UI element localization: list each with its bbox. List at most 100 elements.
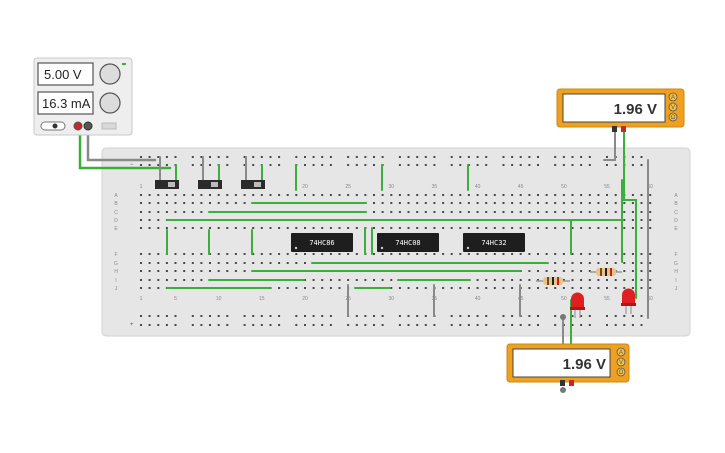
breadboard-hole[interactable] bbox=[597, 279, 600, 281]
breadboard-hole[interactable] bbox=[580, 211, 583, 213]
breadboard-hole[interactable] bbox=[329, 253, 332, 255]
breadboard-hole[interactable] bbox=[295, 324, 298, 326]
breadboard-hole[interactable] bbox=[459, 253, 462, 255]
breadboard-hole[interactable] bbox=[554, 315, 557, 317]
breadboard-hole[interactable] bbox=[278, 194, 281, 196]
breadboard-hole[interactable] bbox=[424, 202, 427, 204]
breadboard-hole[interactable] bbox=[252, 164, 255, 166]
probe-tip[interactable] bbox=[560, 387, 566, 393]
breadboard-hole[interactable] bbox=[407, 202, 410, 204]
breadboard-hole[interactable] bbox=[424, 315, 427, 317]
breadboard-hole[interactable] bbox=[519, 156, 522, 158]
breadboard-hole[interactable] bbox=[226, 270, 229, 272]
breadboard-hole[interactable] bbox=[597, 227, 600, 229]
breadboard-hole[interactable] bbox=[148, 164, 151, 166]
breadboard-hole[interactable] bbox=[252, 262, 255, 264]
breadboard-hole[interactable] bbox=[537, 315, 539, 317]
breadboard-hole[interactable] bbox=[140, 315, 142, 317]
breadboard-hole[interactable] bbox=[502, 279, 505, 281]
breadboard-hole[interactable] bbox=[580, 279, 583, 281]
mode-buttons[interactable]: A V Ω bbox=[668, 92, 678, 122]
breadboard-hole[interactable] bbox=[649, 194, 652, 196]
breadboard-hole[interactable] bbox=[580, 287, 583, 289]
breadboard-hole[interactable] bbox=[148, 262, 151, 264]
breadboard-hole[interactable] bbox=[511, 194, 514, 196]
breadboard-hole[interactable] bbox=[286, 287, 289, 289]
wire-meter1-com[interactable] bbox=[603, 127, 616, 161]
breadboard-hole[interactable] bbox=[286, 262, 289, 264]
breadboard-hole[interactable] bbox=[562, 202, 565, 204]
breadboard-hole[interactable] bbox=[183, 202, 186, 204]
breadboard-hole[interactable] bbox=[571, 194, 574, 196]
breadboard-hole[interactable] bbox=[614, 164, 617, 166]
breadboard-hole[interactable] bbox=[433, 227, 436, 229]
breadboard-hole[interactable] bbox=[476, 287, 479, 289]
mode-button-volts[interactable] bbox=[668, 102, 678, 112]
breadboard-hole[interactable] bbox=[157, 279, 160, 281]
breadboard-hole[interactable] bbox=[226, 164, 229, 166]
breadboard-hole[interactable] bbox=[243, 324, 246, 326]
breadboard-hole[interactable] bbox=[519, 194, 522, 196]
breadboard-hole[interactable] bbox=[528, 211, 531, 213]
breadboard-hole[interactable] bbox=[424, 253, 427, 255]
breadboard-hole[interactable] bbox=[588, 156, 591, 158]
breadboard-hole[interactable] bbox=[355, 194, 358, 196]
breadboard-hole[interactable] bbox=[304, 262, 306, 264]
chip-74hc32[interactable]: 74HC32 bbox=[463, 233, 525, 252]
breadboard-hole[interactable] bbox=[398, 211, 401, 213]
breadboard-hole[interactable] bbox=[398, 315, 401, 317]
breadboard-hole[interactable] bbox=[640, 227, 643, 229]
breadboard-hole[interactable] bbox=[606, 227, 608, 229]
breadboard-hole[interactable] bbox=[631, 211, 634, 213]
breadboard-hole[interactable] bbox=[321, 279, 324, 281]
breadboard-hole[interactable] bbox=[614, 287, 617, 289]
com-jack[interactable] bbox=[560, 380, 565, 386]
breadboard-hole[interactable] bbox=[295, 262, 298, 264]
breadboard-hole[interactable] bbox=[571, 270, 574, 272]
breadboard-hole[interactable] bbox=[364, 315, 367, 317]
breadboard-hole[interactable] bbox=[571, 164, 574, 166]
breadboard-hole[interactable] bbox=[312, 194, 315, 196]
breadboard-hole[interactable] bbox=[140, 279, 142, 281]
breadboard-hole[interactable] bbox=[649, 219, 652, 221]
breadboard-hole[interactable] bbox=[502, 324, 505, 326]
breadboard-hole[interactable] bbox=[606, 262, 608, 264]
breadboard-hole[interactable] bbox=[467, 202, 470, 204]
breadboard-hole[interactable] bbox=[209, 324, 211, 326]
chip-74hc86[interactable]: 74HC86 bbox=[291, 233, 353, 252]
breadboard-hole[interactable] bbox=[304, 253, 306, 255]
breadboard-hole[interactable] bbox=[140, 262, 142, 264]
breadboard-hole[interactable] bbox=[528, 227, 531, 229]
breadboard-hole[interactable] bbox=[243, 202, 246, 204]
breadboard-hole[interactable] bbox=[631, 227, 634, 229]
breadboard-hole[interactable] bbox=[364, 164, 367, 166]
breadboard-hole[interactable] bbox=[407, 156, 410, 158]
breadboard-hole[interactable] bbox=[398, 324, 401, 326]
breadboard-hole[interactable] bbox=[191, 262, 194, 264]
breadboard-hole[interactable] bbox=[165, 279, 168, 281]
breadboard-hole[interactable] bbox=[502, 194, 505, 196]
breadboard-hole[interactable] bbox=[528, 164, 531, 166]
breadboard-hole[interactable] bbox=[312, 279, 315, 281]
breadboard-hole[interactable] bbox=[614, 194, 617, 196]
breadboard-hole[interactable] bbox=[226, 194, 229, 196]
wire-meter1-probe[interactable] bbox=[623, 127, 637, 299]
breadboard-hole[interactable] bbox=[321, 227, 324, 229]
breadboard-hole[interactable] bbox=[157, 202, 160, 204]
breadboard-hole[interactable] bbox=[528, 324, 531, 326]
breadboard-hole[interactable] bbox=[588, 253, 591, 255]
breadboard-hole[interactable] bbox=[476, 202, 479, 204]
breadboard-hole[interactable] bbox=[321, 156, 324, 158]
breadboard-hole[interactable] bbox=[562, 253, 565, 255]
power-supply[interactable]: 5.00 V 16.3 mA bbox=[33, 57, 133, 136]
breadboard-hole[interactable] bbox=[174, 279, 177, 281]
breadboard-hole[interactable] bbox=[614, 315, 617, 317]
breadboard-hole[interactable] bbox=[329, 287, 332, 289]
breadboard-hole[interactable] bbox=[269, 253, 272, 255]
breadboard-hole[interactable] bbox=[562, 227, 565, 229]
breadboard-hole[interactable] bbox=[485, 156, 488, 158]
breadboard-hole[interactable] bbox=[640, 219, 643, 221]
positive-terminal[interactable] bbox=[73, 121, 83, 131]
breadboard-hole[interactable] bbox=[640, 194, 643, 196]
breadboard-hole[interactable] bbox=[295, 253, 298, 255]
